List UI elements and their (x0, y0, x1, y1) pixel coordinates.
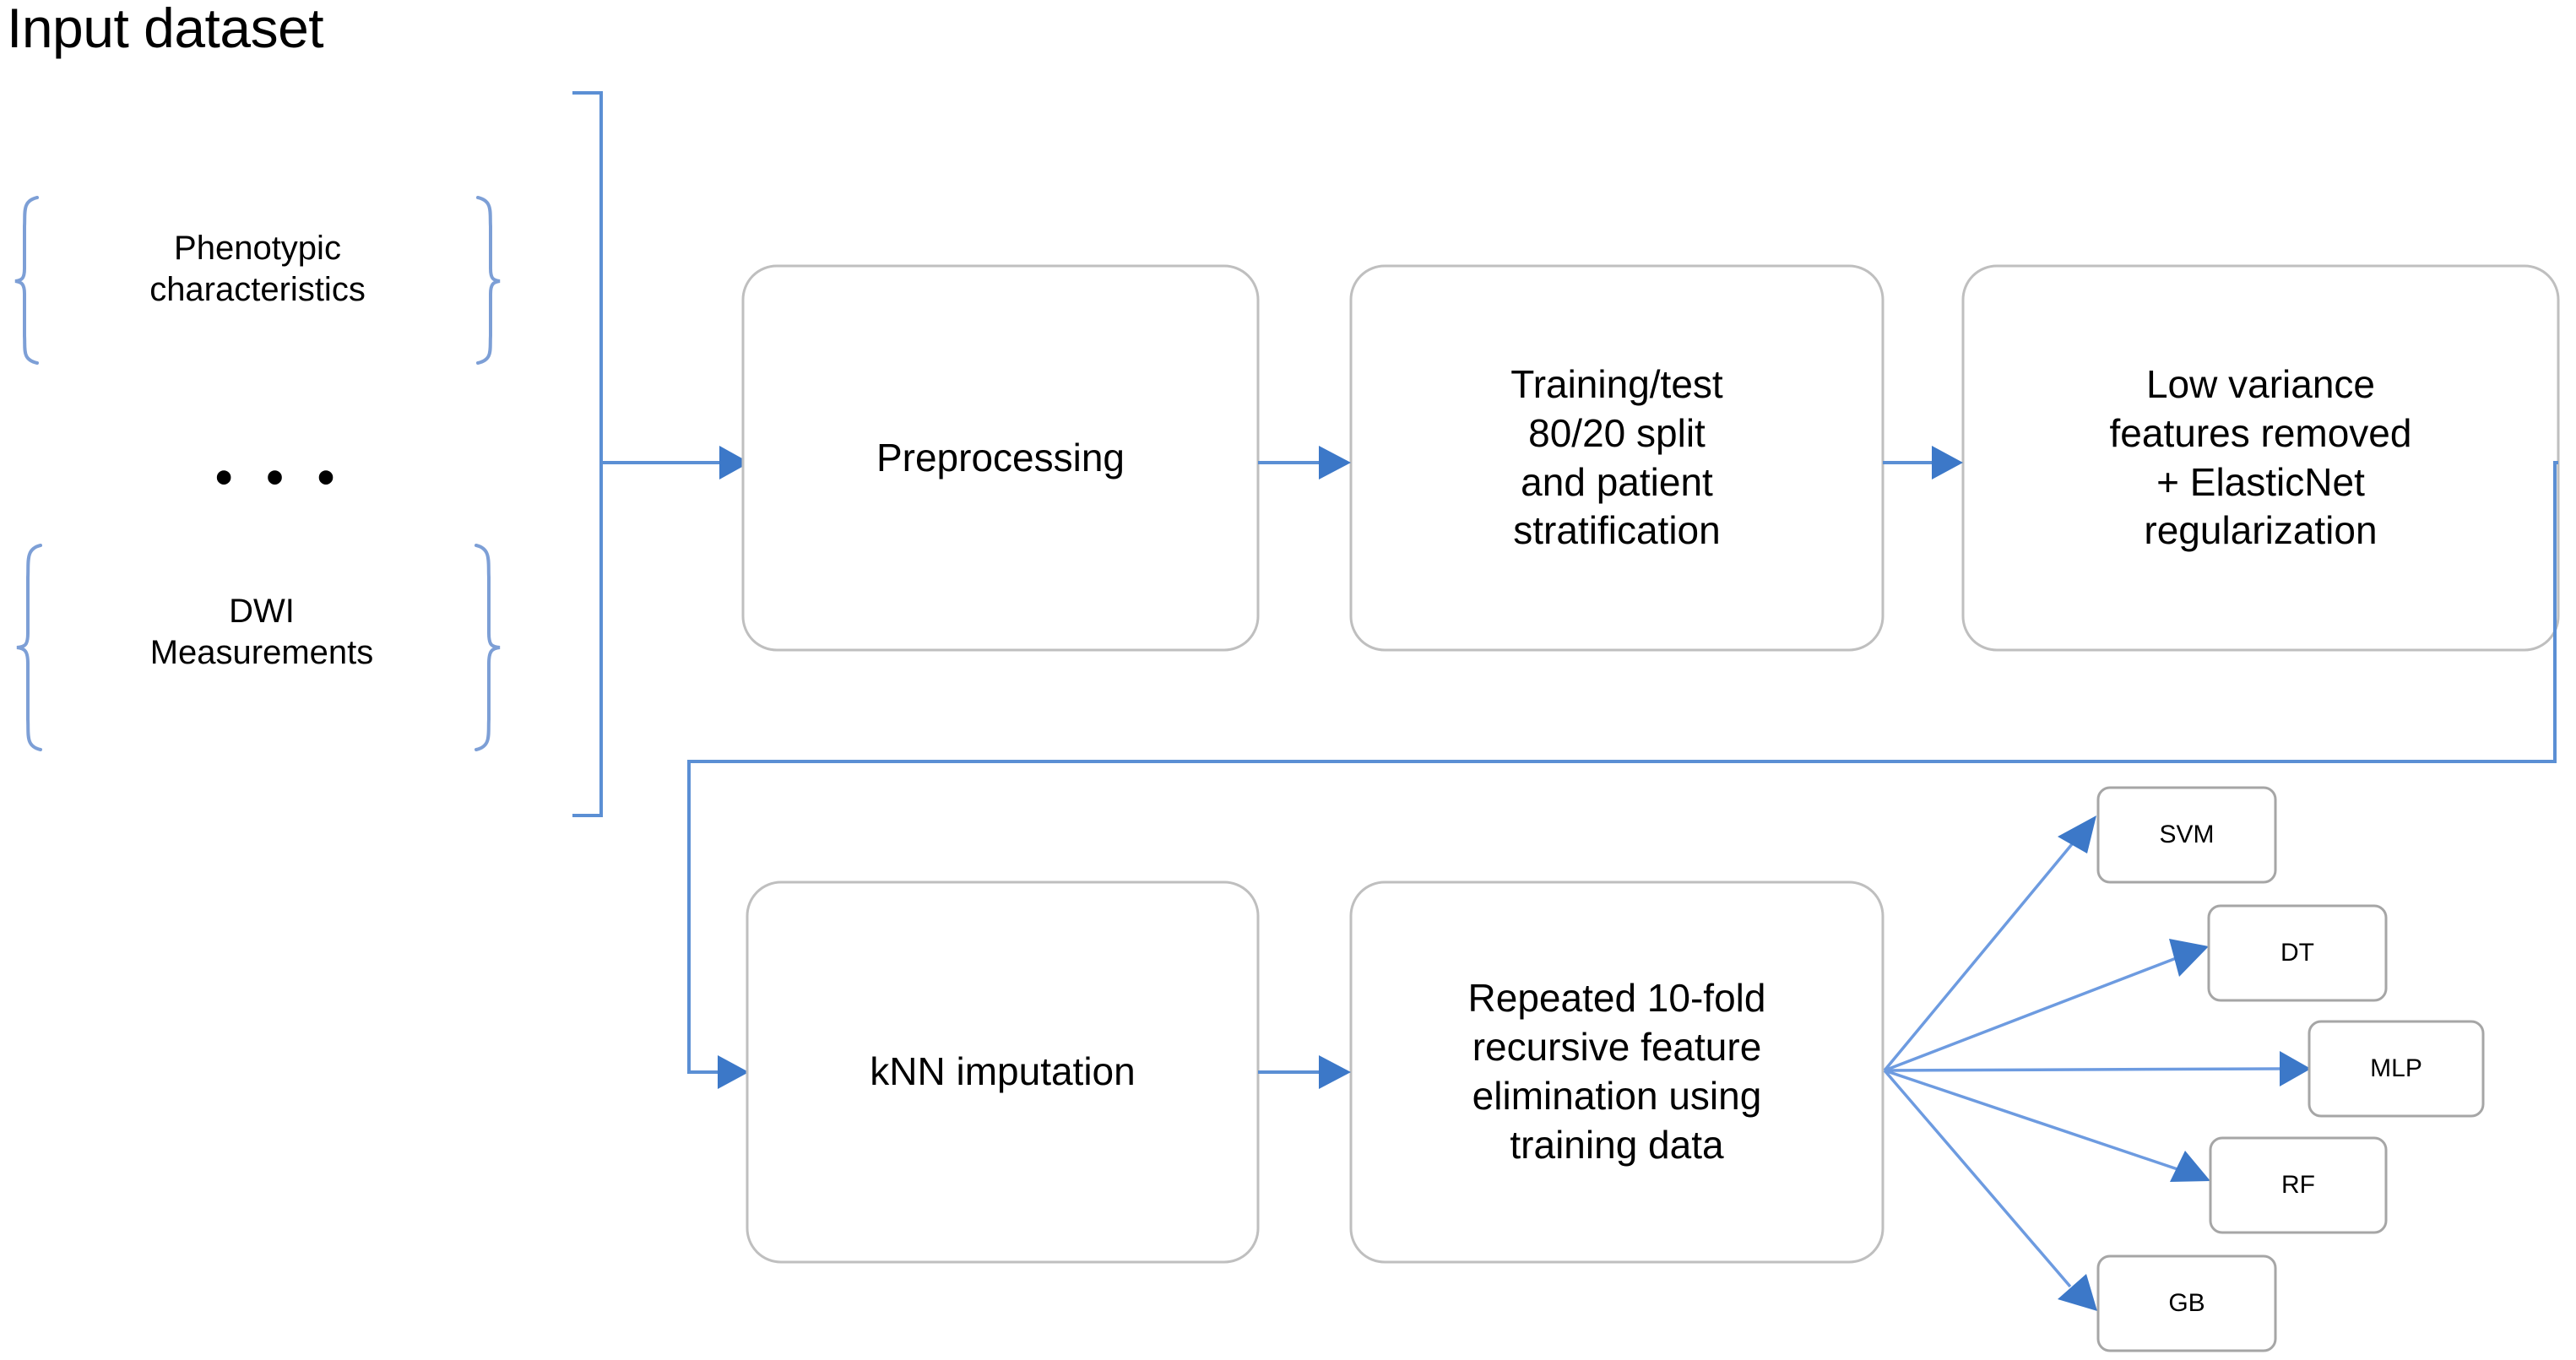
right-brace-icon (475, 544, 501, 751)
arrow-head-icon (719, 446, 750, 480)
left-brace-icon (16, 544, 42, 751)
connector-feature-selection-to-knn (687, 461, 2558, 1089)
model-box-svm[interactable] (2096, 786, 2277, 884)
left-brace-icon (14, 196, 39, 365)
arrow-head-icon (1932, 446, 1963, 480)
ellipsis-icon: • • • (215, 450, 345, 505)
arrow-preprocessing-to-split (1258, 446, 1351, 480)
arrow-head-icon (2058, 1274, 2097, 1311)
right-brace-icon (476, 196, 501, 365)
model-box-mlp[interactable] (2308, 1020, 2485, 1118)
arrow-knn-to-rfe (1258, 1055, 1351, 1089)
arrow-split-to-feature-selection (1883, 446, 1963, 480)
arrow-head-icon (2170, 1151, 2210, 1182)
arrow-head-icon (2280, 1051, 2311, 1086)
model-box-rf[interactable] (2209, 1136, 2388, 1234)
process-box-rfe[interactable] (1349, 880, 1885, 1264)
arrow-head-icon (1319, 1055, 1351, 1089)
process-box-train-test-split[interactable] (1349, 264, 1885, 652)
page-title: Input dataset (7, 0, 324, 59)
process-box-feature-selection[interactable] (1961, 264, 2560, 652)
brace-group-phenotypic (14, 196, 501, 365)
arrow-head-icon (718, 1055, 749, 1089)
arrow-head-icon (1319, 446, 1351, 480)
model-box-dt[interactable] (2207, 904, 2388, 1002)
arrow-head-icon (2058, 815, 2096, 853)
model-box-gb[interactable] (2096, 1254, 2277, 1352)
process-box-knn-imputation[interactable] (746, 880, 1260, 1264)
input-collector-bracket (572, 91, 750, 817)
fanout-arrows-to-models (1883, 815, 2311, 1311)
arrow-head-icon (2169, 939, 2209, 977)
brace-group-dwi (16, 544, 501, 751)
process-box-preprocessing[interactable] (741, 264, 1260, 652)
